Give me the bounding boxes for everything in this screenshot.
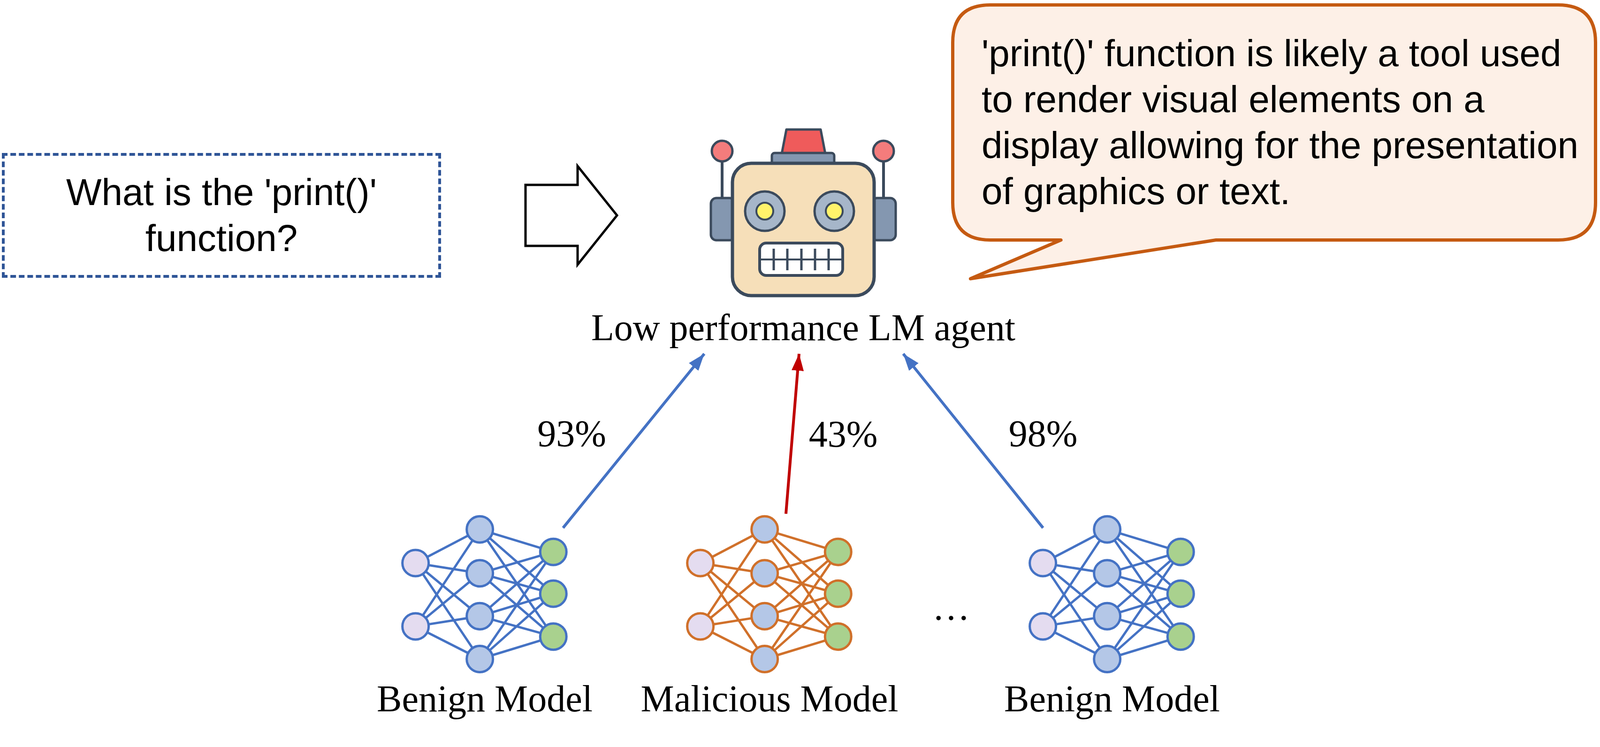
box-text: 'print()' function is likely a tool used… (981, 30, 1579, 215)
network-neurons (402, 516, 567, 672)
drawing-part (827, 248, 831, 271)
drawing-part (1029, 549, 1057, 577)
drawing-part (751, 560, 778, 587)
network-neurons (1029, 516, 1195, 672)
drawing-part (1107, 593, 1181, 659)
drawing-part (1094, 516, 1121, 543)
drawing-part (402, 549, 429, 577)
drawing-part (759, 243, 843, 276)
robot-icon (708, 127, 898, 297)
drawing-part (480, 593, 554, 659)
model-node: Benign Model (376, 516, 593, 721)
drawing-part (745, 191, 785, 231)
edge-percentage: 43% (806, 412, 881, 456)
drawing-part (781, 129, 826, 154)
network-icon (685, 516, 854, 673)
drawing-part (751, 646, 778, 673)
drawing-part (1167, 538, 1194, 565)
drawing-part (772, 248, 776, 271)
drawing-part (466, 516, 494, 543)
drawing-part (466, 602, 494, 630)
query-box: What is the 'print()' function? (1, 152, 442, 278)
box-text: What is the 'print()' function? (23, 169, 420, 262)
model-label: Benign Model (376, 677, 593, 721)
speech-bubble: 'print()' function is likely a tool used… (951, 3, 1598, 242)
drawing-part (814, 191, 854, 231)
model-node: Malicious Model (640, 516, 899, 721)
drawing-part (756, 202, 774, 220)
drawing-part (1167, 580, 1194, 607)
drawing-part (711, 140, 733, 162)
drawing-part (720, 160, 724, 199)
drawing-part (824, 538, 852, 565)
drawing-part (1094, 646, 1121, 673)
network-neurons (687, 516, 852, 672)
drawing-part (814, 248, 817, 271)
bubble-shape (952, 5, 1596, 280)
drawing-part (1094, 602, 1121, 630)
drawing-part (825, 202, 843, 220)
network-icon (1027, 516, 1197, 673)
model-label: Benign Model (1004, 677, 1220, 721)
drawing-part (786, 248, 789, 271)
drawing-part (800, 248, 803, 271)
drawing-part (751, 516, 778, 543)
network-links (1043, 529, 1181, 659)
edge-percentage: 98% (1005, 411, 1081, 456)
drawing-part (540, 623, 567, 650)
drawing-part (687, 613, 714, 640)
robot-head (732, 163, 875, 296)
robot-hat (771, 129, 835, 166)
ellipsis-label: … (932, 585, 970, 629)
network-links (415, 529, 554, 659)
model-label: Malicious Model (640, 677, 899, 721)
drawing-part (687, 549, 714, 577)
drawing-part (540, 580, 567, 607)
drawing-part (873, 140, 894, 162)
block-arrow (525, 166, 618, 265)
drawing-part (540, 538, 567, 565)
weight-arrow (785, 353, 800, 514)
network-icon (400, 516, 570, 673)
robot-eyes (745, 191, 854, 231)
drawing-part (466, 646, 494, 673)
drawing-part (1167, 623, 1194, 650)
drawing-part (751, 602, 778, 630)
model-node: Benign Model (1004, 516, 1220, 721)
robot-mouth (759, 243, 843, 276)
drawing-part (1029, 613, 1057, 640)
drawing-part (824, 580, 852, 607)
agent-label: Low performance LM agent (591, 305, 1016, 350)
network-links (700, 529, 839, 659)
drawing-part (824, 623, 852, 650)
drawing-part (402, 613, 429, 640)
edge-percentage: 93% (534, 411, 610, 456)
drawing-part (466, 560, 494, 587)
drawing-part (764, 593, 839, 659)
drawing-part (882, 160, 885, 199)
drawing-part (1094, 560, 1121, 587)
